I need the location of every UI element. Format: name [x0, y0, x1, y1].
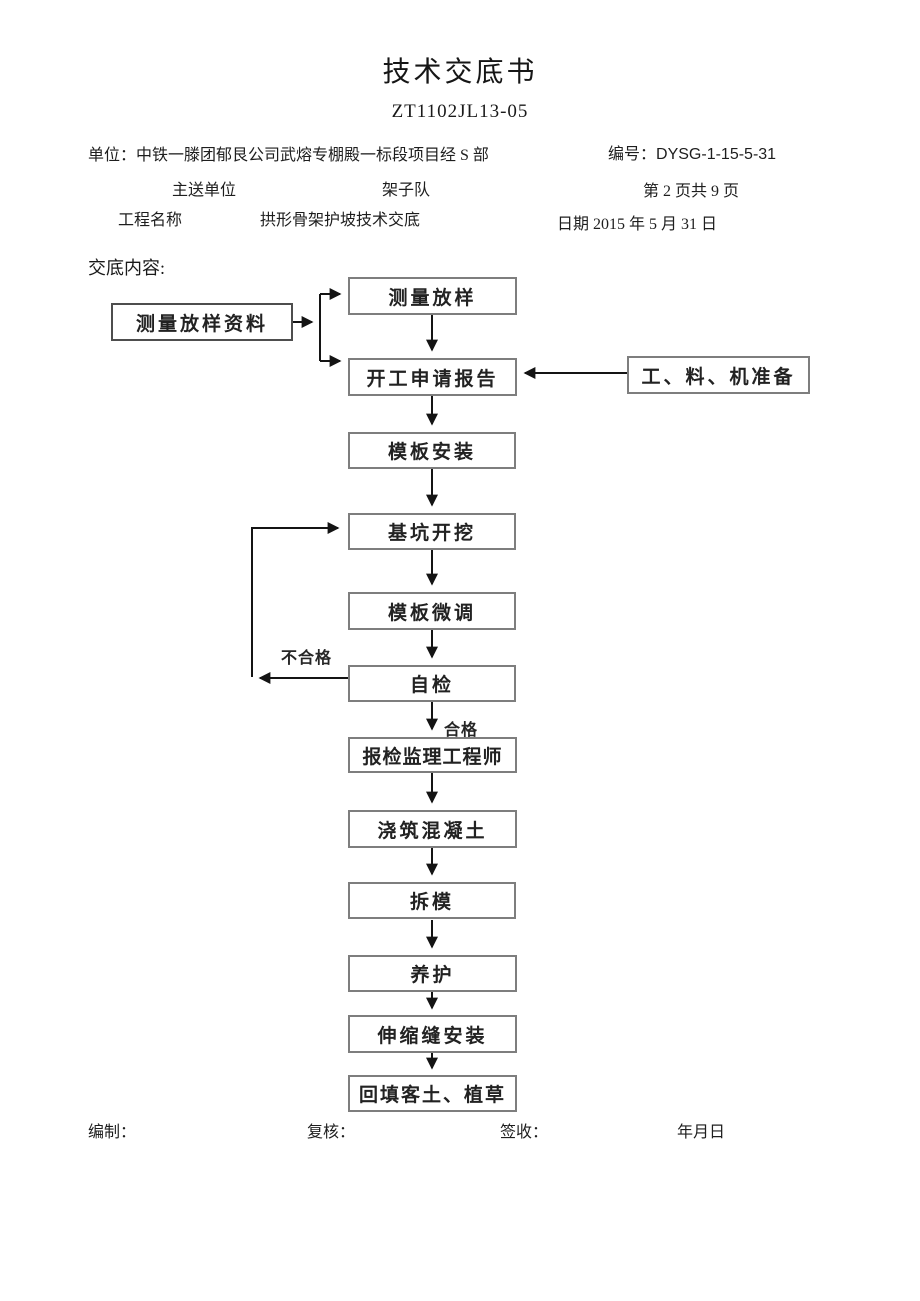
footer-reviewed-label: 复核：	[307, 1124, 356, 1141]
flow-box-self-inspection: 自检	[348, 665, 516, 702]
project-label: 工程名称	[118, 212, 183, 229]
page-title: 技术交底书	[382, 57, 538, 88]
project-value: 拱形骨架护坡技术交底	[260, 212, 421, 229]
unit-line: 单位：中铁一滕团郁艮公司武熔专棚殿一标段项目经 S 部	[88, 147, 489, 164]
edge-label-pass: 合格	[444, 722, 479, 739]
flow-box-survey-layout: 测量放样	[348, 277, 517, 315]
recipient-label: 主送单位	[172, 182, 237, 199]
flow-box-expansion-joint-installation: 伸缩缝安装	[348, 1015, 517, 1053]
content-section-label: 交底内容:	[88, 258, 166, 278]
flow-box-formwork-installation: 模板安装	[348, 432, 516, 469]
page-info: 第 2 页共 9 页	[643, 183, 740, 200]
flow-box-labor-material-machine-prep: 工、料、机准备	[627, 356, 810, 394]
date-line: 日期 2015 年 5 月 31 日	[557, 216, 718, 233]
form-code: ZT1102JL13-05	[391, 101, 529, 122]
edge-label-fail: 不合格	[281, 650, 333, 667]
flow-box-formwork-removal: 拆模	[348, 882, 516, 919]
flow-box-survey-data: 测量放样资料	[111, 303, 293, 341]
flow-box-report-to-supervising-engineer: 报检监理工程师	[348, 737, 517, 773]
flow-box-pit-excavation: 基坑开挖	[348, 513, 516, 550]
doc-number: 编号：DYSG-1-15-5-31	[608, 140, 776, 164]
footer-date-placeholder: 年月日	[677, 1124, 726, 1141]
footer-received-label: 签收：	[500, 1124, 549, 1141]
flow-box-formwork-fine-tuning: 模板微调	[348, 592, 516, 630]
footer-prepared-label: 编制：	[88, 1124, 137, 1141]
recipient-value: 架子队	[382, 182, 431, 199]
doc-number-value: DYSG-1-15-5-31	[656, 146, 777, 163]
doc-number-label: 编号：	[608, 146, 657, 163]
flow-box-pour-concrete: 浇筑混凝土	[348, 810, 517, 848]
flow-box-start-work-report: 开工申请报告	[348, 358, 517, 396]
flow-box-curing: 养护	[348, 955, 517, 992]
flow-box-backfill-plant-grass: 回填客土、植草	[348, 1075, 517, 1112]
